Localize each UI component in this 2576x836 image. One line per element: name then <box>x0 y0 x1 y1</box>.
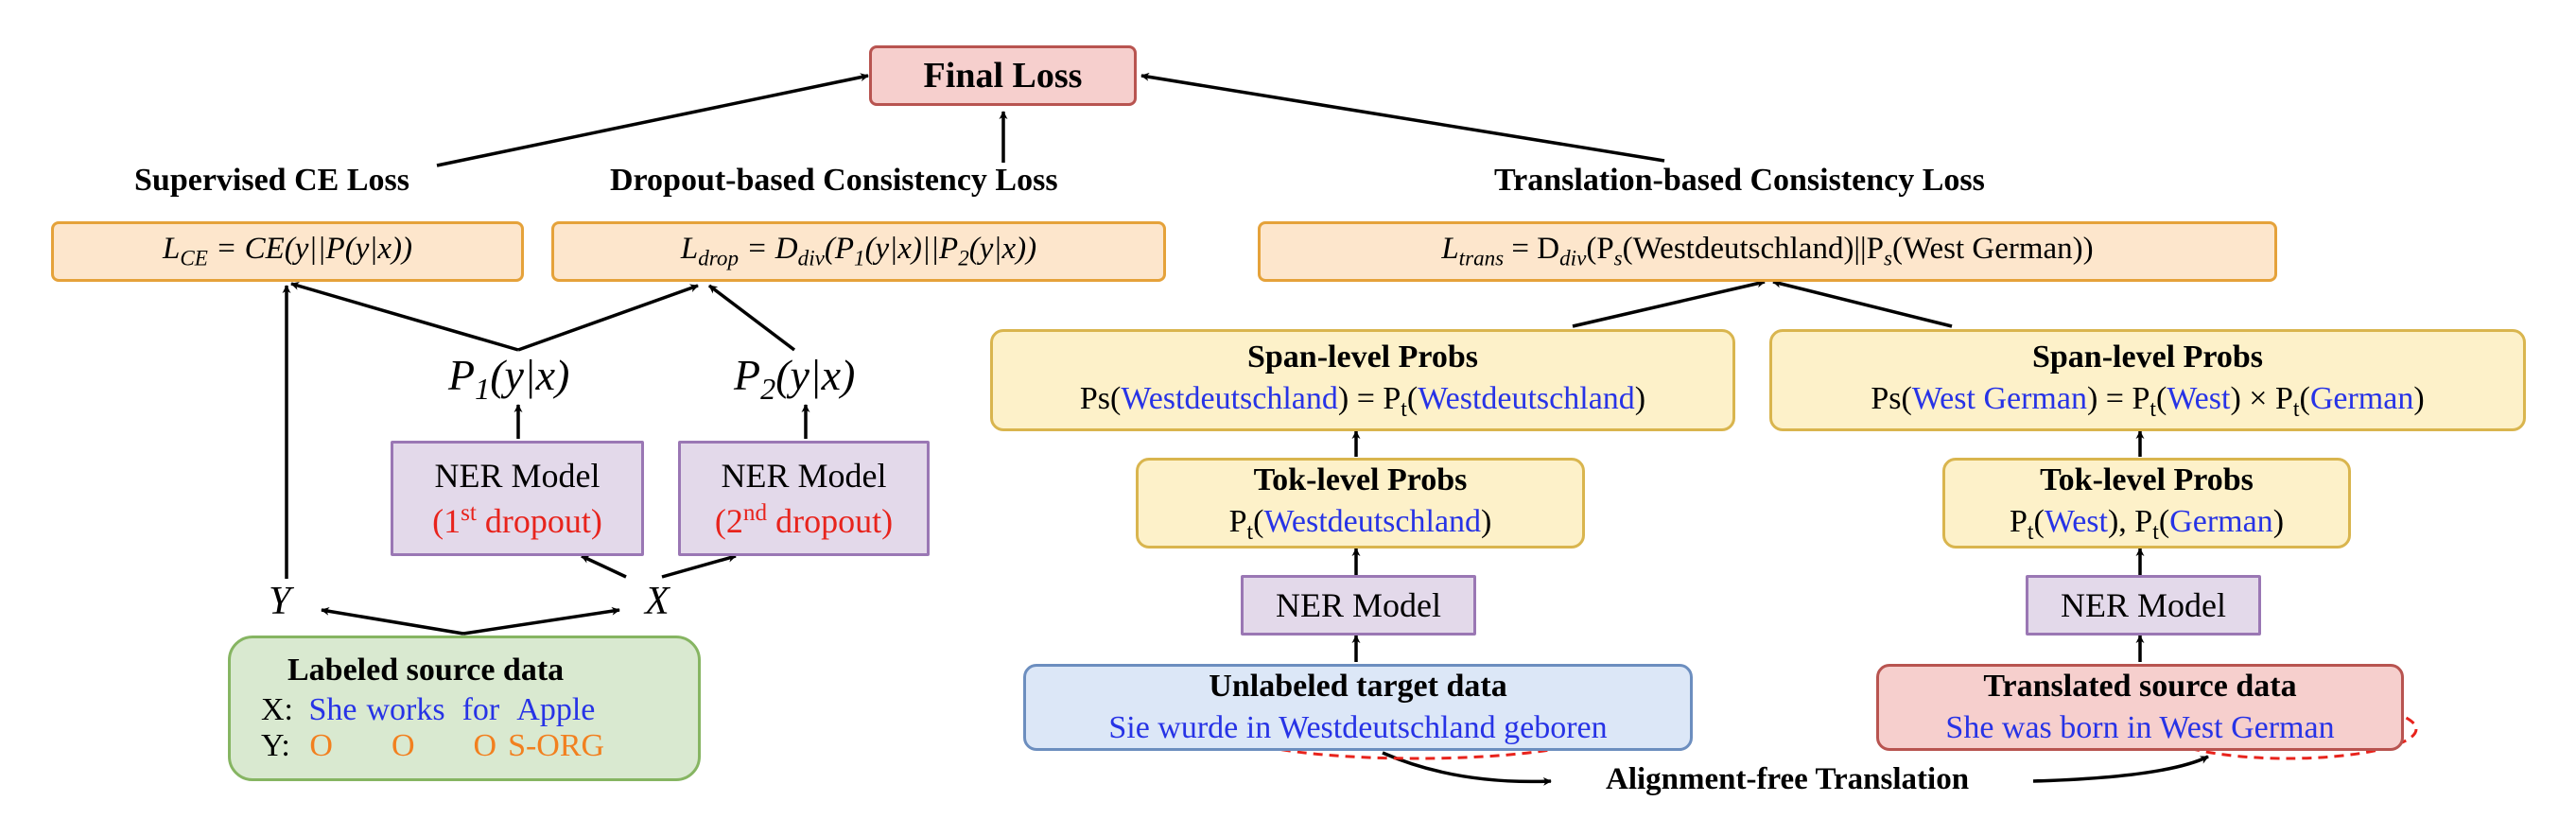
alignment-free-translation-label: Alignment-free Translation <box>1606 762 1970 796</box>
span-level-probs-left: Span-level Probs Ps(Westdeutschland) = P… <box>990 329 1735 431</box>
y-prefix: Y: <box>261 728 299 763</box>
ner-model-target: NER Model <box>1241 575 1476 636</box>
arrow-labeled-to-y <box>321 606 464 636</box>
ner-model-dropout-2: NER Model (2nd dropout) <box>678 441 930 556</box>
final-loss-box: Final Loss <box>869 45 1137 106</box>
unlabeled-target-box: Unlabeled target data Sie wurde in Westd… <box>1023 664 1693 751</box>
dropout-label: (2nd dropout) <box>714 499 894 540</box>
x-token: works <box>366 692 445 727</box>
ner-model-translated: NER Model <box>2026 575 2261 636</box>
formula-trans: Ltrans = Ddiv(Ps(Westdeutschland)||Ps(We… <box>1441 232 2094 270</box>
label-y: Y <box>269 580 291 623</box>
ner-model-title: NER Model <box>2061 586 2226 624</box>
label-x: X <box>645 580 670 623</box>
ner-model-dropout-1: NER Model (1st dropout) <box>391 441 644 556</box>
y-token: O <box>473 728 497 763</box>
arrow-trans-to-final <box>1140 72 1665 163</box>
p1-prob: P1(y|x) <box>448 351 570 407</box>
dropout-label: (1st dropout) <box>432 499 602 540</box>
arrow-p2-to-drop <box>707 284 796 352</box>
span-level-title: Span-level Probs <box>2031 339 2263 374</box>
tok-level-probs-left: Tok-level Probs Pt(Westdeutschland) <box>1136 458 1585 549</box>
arrow-labeled-to-x <box>462 606 620 636</box>
arrow-p1-to-drop <box>517 284 699 352</box>
formula-drop-box: Ldrop = Ddiv(P1(y|x)||P2(y|x)) <box>551 221 1166 282</box>
translated-source-title: Translated source data <box>1983 668 2297 704</box>
arrow-p1-to-ce <box>290 281 519 352</box>
y-token: O <box>391 728 415 763</box>
formula-ce: LCE = CE(y||P(y|x)) <box>162 232 413 270</box>
tok-level-formula: Pt(Westdeutschland) <box>1228 503 1492 545</box>
arrow-unlabeled-to-alignment <box>1382 751 1552 786</box>
formula-ce-box: LCE = CE(y||P(y|x)) <box>51 221 524 282</box>
labeled-source-x-row: X: She works for Apple <box>261 692 595 728</box>
ner-model-title: NER Model <box>434 456 600 495</box>
translated-source-box: Translated source data She was born in W… <box>1876 664 2404 751</box>
y-token: O <box>309 728 333 763</box>
tok-level-title: Tok-level Probs <box>1253 462 1468 497</box>
span-level-title: Span-level Probs <box>1246 339 1478 374</box>
final-loss-label: Final Loss <box>923 56 1083 96</box>
arrow-spanleft-to-trans <box>1572 279 1766 328</box>
x-prefix: X: <box>261 692 302 727</box>
ner-model-title: NER Model <box>1276 586 1441 624</box>
arrow-spanright-to-trans <box>1772 279 1953 328</box>
formula-drop: Ldrop = Ddiv(P1(y|x)||P2(y|x)) <box>680 232 1037 270</box>
tok-level-formula: Pt(West), Pt(German) <box>2009 503 2285 545</box>
ner-model-title: NER Model <box>721 456 887 495</box>
arrow-x-to-ner2 <box>661 553 737 579</box>
heading-translation-consistency: Translation-based Consistency Loss <box>1494 163 1985 198</box>
arrow-alignment-to-translated <box>2032 755 2209 783</box>
labeled-source-y-row: Y: O O O S-ORG <box>261 728 604 764</box>
span-level-probs-right: Span-level Probs Ps(West German) = Pt(We… <box>1769 329 2526 431</box>
x-token: Apple <box>516 692 596 727</box>
unlabeled-target-title: Unlabeled target data <box>1209 668 1507 704</box>
span-level-formula: Ps(West German) = Pt(West) × Pt(German) <box>1871 380 2425 422</box>
x-token: She <box>308 692 357 727</box>
arrow-x-to-ner1 <box>581 554 627 579</box>
translated-source-sentence: She was born in West German <box>1945 710 2335 745</box>
labeled-source-box: Labeled source data X: She works for App… <box>228 636 701 781</box>
formula-trans-box: Ltrans = Ddiv(Ps(Westdeutschland)||Ps(We… <box>1258 221 2277 282</box>
span-level-formula: Ps(Westdeutschland) = Pt(Westdeutschland… <box>1079 380 1646 422</box>
heading-dropout-consistency: Dropout-based Consistency Loss <box>610 163 1058 198</box>
p2-prob: P2(y|x) <box>734 351 856 407</box>
tok-level-probs-right: Tok-level Probs Pt(West), Pt(German) <box>1942 458 2351 549</box>
y-token: S-ORG <box>508 728 605 763</box>
tok-level-title: Tok-level Probs <box>2040 462 2254 497</box>
arrow-ce-to-final <box>436 73 869 167</box>
heading-supervised-ce: Supervised CE Loss <box>134 163 409 198</box>
x-token: for <box>461 692 500 727</box>
unlabeled-target-sentence: Sie wurde in Westdeutschland geboren <box>1108 710 1608 745</box>
labeled-source-title: Labeled source data <box>287 653 565 688</box>
